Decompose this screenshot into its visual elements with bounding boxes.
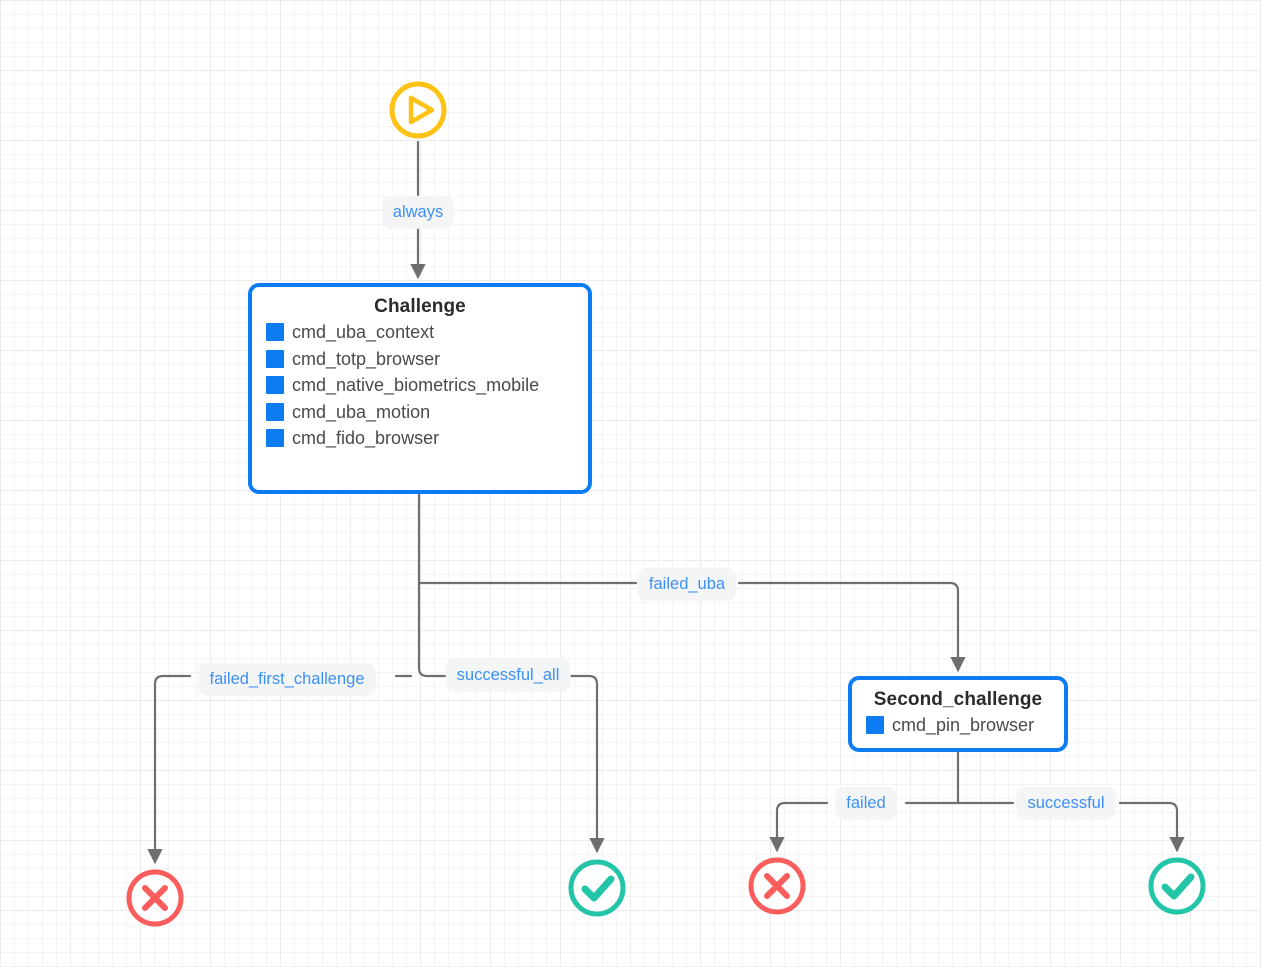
- command-swatch-icon: [266, 376, 284, 395]
- edge-path-failed-2: [769, 801, 829, 853]
- failure-terminal-left[interactable]: [124, 867, 186, 929]
- edge-label-failed[interactable]: failed: [835, 786, 897, 820]
- edge-label-successful[interactable]: successful: [1016, 786, 1116, 820]
- node-item[interactable]: cmd_native_biometrics_mobile: [266, 374, 574, 397]
- edge-path-successful-all-2: [567, 674, 605, 854]
- command-swatch-icon: [266, 349, 284, 368]
- success-terminal-right[interactable]: [1146, 855, 1208, 917]
- command-swatch-icon: [266, 323, 284, 342]
- node-item-label: cmd_fido_browser: [292, 428, 440, 448]
- check-circle-icon: [1148, 857, 1206, 915]
- edge-label-failed-first-challenge[interactable]: failed_first_challenge: [198, 662, 376, 696]
- node-item-label: cmd_totp_browser: [292, 348, 441, 369]
- check-circle-icon: [568, 859, 626, 917]
- node-item[interactable]: cmd_pin_browser: [866, 714, 1050, 737]
- x-circle-icon: [748, 857, 806, 915]
- edge-label-successful-all[interactable]: successful_all: [445, 658, 571, 692]
- edge-path-successful-2: [1118, 801, 1185, 853]
- node-item-label: cmd_pin_browser: [892, 715, 1035, 735]
- challenge-node-items: cmd_uba_context cmd_totp_browser cmd_nat…: [266, 321, 574, 450]
- challenge-node[interactable]: Challenge cmd_uba_context cmd_totp_brows…: [248, 283, 592, 494]
- edge-path-failed-first-challenge-2: [147, 674, 192, 865]
- node-item[interactable]: cmd_uba_motion: [266, 401, 574, 424]
- command-swatch-icon: [866, 716, 884, 735]
- node-item[interactable]: cmd_fido_browser: [266, 427, 574, 450]
- challenge-node-title: Challenge: [374, 296, 466, 317]
- start-node[interactable]: [387, 79, 449, 141]
- failure-terminal-right[interactable]: [746, 855, 808, 917]
- edge-path-failed-uba-2: [737, 581, 966, 673]
- node-item-label: cmd_uba_motion: [292, 401, 431, 422]
- node-item[interactable]: cmd_totp_browser: [266, 348, 574, 371]
- edge-label-always[interactable]: always: [381, 195, 455, 229]
- edge-path-challenge-trunk: [417, 492, 442, 678]
- node-item-label: cmd_native_biometrics_mobile: [292, 375, 540, 395]
- second-challenge-node-title: Second_challenge: [873, 689, 1043, 710]
- play-circle-icon: [389, 81, 447, 139]
- edge-label-failed-uba[interactable]: failed_uba: [637, 567, 737, 601]
- node-item[interactable]: cmd_uba_context: [266, 321, 574, 344]
- command-swatch-icon: [266, 402, 284, 421]
- x-circle-icon: [126, 869, 184, 927]
- node-item-label: cmd_uba_context: [292, 322, 435, 342]
- success-terminal-left[interactable]: [566, 857, 628, 919]
- command-swatch-icon: [266, 429, 284, 448]
- second-challenge-node[interactable]: Second_challenge cmd_pin_browser: [848, 676, 1068, 752]
- second-challenge-node-items: cmd_pin_browser: [866, 714, 1050, 737]
